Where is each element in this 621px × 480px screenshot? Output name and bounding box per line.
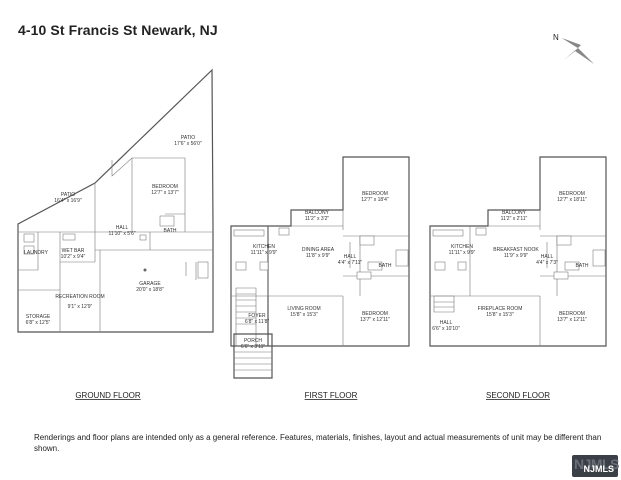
room-name: BATH [379, 263, 392, 269]
room-dims: 20'0" x 18'8" [136, 287, 164, 293]
room-name: LIVING ROOM [287, 306, 320, 312]
room-name: HALL [440, 320, 453, 326]
north-arrow-compass-icon: N [553, 32, 594, 64]
room-name: BEDROOM [152, 184, 178, 190]
room-dims: 11'9" x 9'9" [504, 253, 528, 259]
room-name: WET BAR [62, 248, 85, 254]
room-dims: 16'4" x 16'9" [54, 198, 82, 204]
room-name: PORCH [244, 338, 262, 344]
room-name: HALL [116, 225, 129, 231]
room-dims: 11'11" x 9'9" [251, 250, 278, 256]
room-name: GARAGE [139, 281, 161, 287]
room-dims: 15'8" x 15'3" [290, 312, 318, 318]
property-address-title: 4-10 St Francis St Newark, NJ [18, 22, 218, 38]
room-dims: 15'8" x 15'3" [486, 312, 514, 318]
room-dims: 11'2" x 3'2" [305, 216, 329, 222]
room-dims: 6'8" x 12'5" [26, 320, 51, 326]
room-name: HALL [344, 254, 357, 260]
room-name: BATH [164, 228, 177, 234]
room-name: KITCHEN [451, 244, 473, 250]
room-name: PATIO [61, 192, 75, 198]
room-dims: 6'6" x 10'10" [432, 326, 460, 332]
room-name: DINING AREA [302, 247, 335, 253]
badge-watermark-text: NJMLS [574, 456, 619, 472]
second-floor-label: SECOND FLOOR [486, 391, 550, 400]
disclaimer-text: Renderings and floor plans are intended … [34, 433, 602, 453]
compass-north-label: N [553, 33, 559, 42]
room-dims: 13'7" x 12'11" [360, 317, 390, 323]
ground-floor-plan: PATIO 16'4" x 16'9" PATIO 17'6" x 56'0" … [17, 68, 214, 400]
room-name: BEDROOM [362, 191, 388, 197]
room-name: RECREATION ROOM [55, 294, 104, 300]
room-name: BEDROOM [559, 311, 585, 317]
room-name: BATH [576, 263, 589, 269]
room-name: BEDROOM [362, 311, 388, 317]
room-name: FIREPLACE ROOM [478, 306, 523, 312]
room-dims: 9'1" x 12'9" [68, 304, 93, 310]
room-dims: 11'8" x 9'9" [306, 253, 330, 259]
room-dims: 4'4" x 7'11" [338, 260, 362, 266]
room-name: BALCONY [305, 210, 330, 216]
room-dims: 6'6" x 3'11" [241, 344, 265, 350]
second-floor-plan: BALCONY 11'2" x 2'11" BEDROOM 12'7" x 18… [429, 156, 607, 400]
room-name: PATIO [181, 135, 195, 141]
room-dims: 6'8" x 11'8" [245, 319, 269, 325]
badge-text: NJMLS [583, 464, 614, 474]
room-name: LAUNDRY [24, 250, 48, 256]
njmls-logo-badge: NJMLS NJMLS [572, 455, 619, 477]
ground-floor-label: GROUND FLOOR [75, 391, 141, 400]
room-name: STORAGE [26, 314, 51, 320]
room-dims: 12'7" x 18'11" [557, 197, 587, 203]
room-dims: 11'2" x 2'11" [501, 216, 528, 222]
first-floor-plan: BALCONY 11'2" x 3'2" BEDROOM 12'7" x 18'… [230, 156, 410, 400]
first-floor-label: FIRST FLOOR [305, 391, 358, 400]
room-name: HALL [541, 254, 554, 260]
room-dims: 11'11" x 9'9" [449, 250, 476, 256]
room-dims: 12'7" x 18'4" [361, 197, 389, 203]
room-name: BEDROOM [559, 191, 585, 197]
room-name: BREAKFAST NOOK [493, 247, 539, 253]
room-dims: 12'7" x 13'7" [151, 190, 179, 196]
room-name: FOYER [248, 313, 266, 319]
room-name: BALCONY [502, 210, 527, 216]
room-dims: 13'7" x 12'11" [557, 317, 587, 323]
room-name: KITCHEN [253, 244, 275, 250]
room-dims: 11'10" x 5'6" [108, 231, 135, 237]
room-dims: 10'2" x 9'4" [61, 254, 86, 260]
room-dims: 4'4" x 7'3" [536, 260, 558, 266]
room-dims: 17'6" x 56'0" [174, 141, 202, 147]
